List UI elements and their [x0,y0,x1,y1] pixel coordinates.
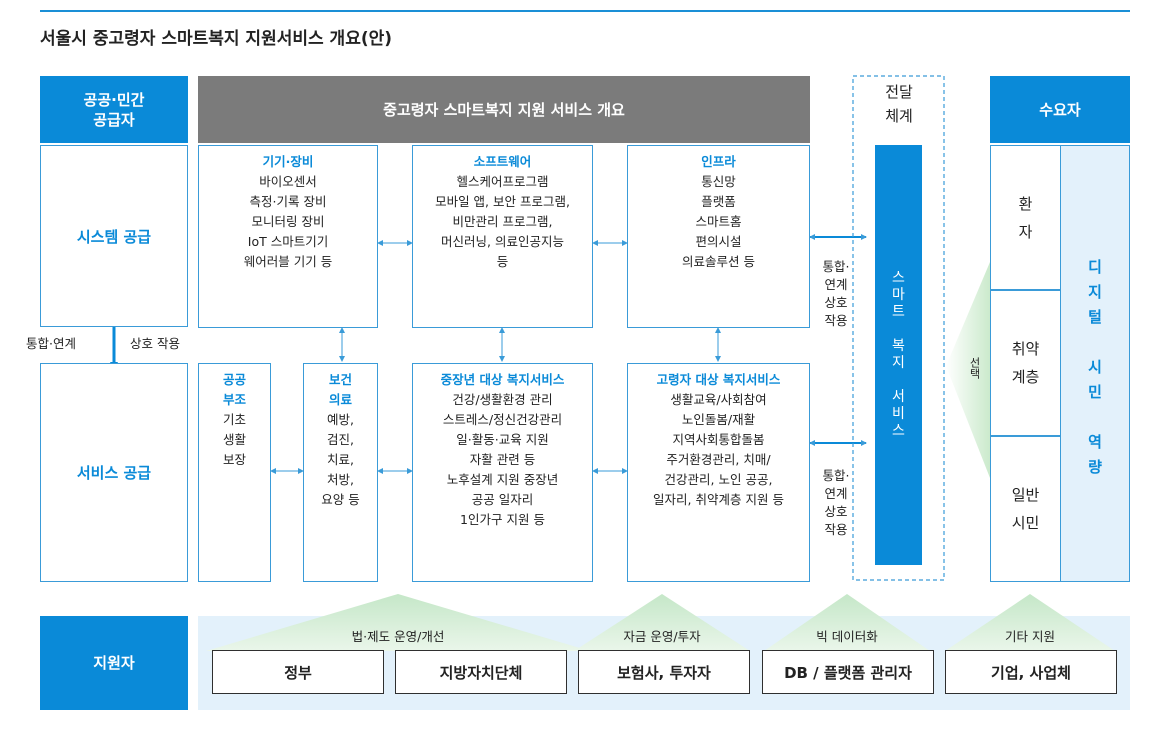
service-box-public-aid: 공공 부조 기초 생활 보장 [198,363,271,582]
service-item: 보장 [222,452,246,467]
system-item: 의료솔루션 등 [682,254,755,269]
triangle-bigdata [764,594,930,651]
system-item: 헬스케어프로그램 [456,174,549,189]
service-box-title: 공공 부조 [222,372,246,407]
system-box-title: 인프라 [701,154,736,169]
demand-group-label: 일반 시민 [1011,486,1040,532]
link-label-right: 상호 작용 [130,336,180,351]
delivery-header: 전달 체계 [885,83,913,125]
service-item: 스트레스/정신건강관리 [442,412,563,427]
service-item: 생활 [222,432,246,447]
system-box-title: 소프트웨어 [473,154,532,169]
service-item: 노후설계 지원 중장년 [446,472,559,487]
demand-group-vulnerable: 취약 계층 [990,290,1061,436]
system-item: 등 [496,254,509,269]
page-title: 서울시 중고령자 스마트복지 지원서비스 개요(안) [40,29,393,49]
supporter-government: 정부 [212,650,384,694]
service-box-title: 중장년 대상 복지서비스 [440,372,565,387]
interaction-label-bottom: 통합· 연계 상호 작용 [822,468,850,537]
system-item: 플랫폼 [701,194,736,209]
smart-welfare-bar: 스 마 트 복 지 서 비 스 [875,145,922,565]
supporter-db-platform-manager: DB / 플랫폼 관리자 [762,650,934,694]
overview-header: 중고령자 스마트복지 지원 서비스 개요 [198,76,810,143]
triangle-label-etc: 기타 지원 [1005,629,1055,644]
supporter-business: 기업, 사업체 [945,650,1117,694]
demand-group-label: 환 자 [1018,194,1033,241]
system-item: 모바일 앱, 보안 프로그램, [435,194,570,209]
service-item: 요양 등 [321,492,360,507]
system-item: 스마트홈 [695,214,742,229]
service-item: 기초 [222,412,246,427]
service-item: 일자리, 취약계층 지원 등 [653,492,784,507]
system-item: 편의시설 [695,234,742,249]
supplier-header: 공공·민간 공급자 [40,76,188,143]
interaction-label-top: 통합· 연계 상호 작용 [822,259,850,328]
triangle-label-fund: 자금 운영/투자 [623,629,701,644]
triangle-fund [574,594,750,651]
triangle-label-law: 법·제도 운영/개선 [351,629,445,644]
digital-literacy-label: 디 지 털 시 민 역 량 [1088,258,1102,476]
system-item: 비만관리 프로그램, [452,214,553,229]
service-item: 일·활동·교육 지원 [456,432,549,447]
service-item: 주거환경관리, 치매/ [666,452,771,467]
triangle-label-bigdata: 빅 데이터화 [816,629,878,644]
system-item: IoT 스마트기기 [247,234,329,249]
triangle-etc [945,594,1115,651]
delivery-frame [852,75,945,581]
service-item: 건강/생활환경 관리 [452,392,553,407]
supporter-label: 지원자 [40,616,188,710]
system-item: 웨어러블 기기 등 [243,254,333,269]
system-box-devices: 기기·장비 바이오센서 측정·기록 장비 모니터링 장비 IoT 스마트기기 웨… [198,145,378,328]
service-box-title: 보건 의료 [328,372,352,407]
service-item: 자활 관련 등 [469,452,536,467]
demand-group-label: 취약 계층 [1011,340,1040,386]
system-item: 측정·기록 장비 [249,194,327,209]
service-box-title: 고령자 대상 복지서비스 [656,372,781,387]
demand-group-patient: 환 자 [990,145,1061,290]
choice-label: 선택 [968,357,981,379]
service-item: 노인돌봄/재활 [681,412,756,427]
supporter-insurer-investor: 보험사, 투자자 [578,650,750,694]
system-box-title: 기기·장비 [262,154,314,169]
triangle-law [206,594,590,651]
service-item: 치료, [327,452,354,467]
service-box-elderly: 고령자 대상 복지서비스 생활교육/사회참여 노인돌봄/재활 지역사회통합돌봄 … [627,363,810,582]
supporter-local-government: 지방자치단체 [395,650,567,694]
demand-header: 수요자 [990,76,1130,143]
demand-group-citizen: 일반 시민 [990,436,1061,582]
service-item: 생활교육/사회참여 [670,392,767,407]
system-box-infra: 인프라 통신망 플랫폼 스마트홈 편의시설 의료솔루션 등 [627,145,810,328]
service-box-middle-aged: 중장년 대상 복지서비스 건강/생활환경 관리 스트레스/정신건강관리 일·활동… [412,363,593,582]
selection-fan [946,262,990,478]
service-item: 1인가구 지원 등 [460,512,545,527]
service-item: 예방, [327,412,354,427]
service-box-health: 보건 의료 예방, 검진, 치료, 처방, 요양 등 [303,363,378,582]
system-item: 머신러닝, 의료인공지능 [441,234,564,249]
system-supply-label: 시스템 공급 [40,145,188,327]
link-label-left: 통합·연계 [26,336,76,351]
service-item: 공공 일자리 [471,492,534,507]
service-supply-label: 서비스 공급 [40,363,188,582]
service-item: 건강관리, 노인 공공, [664,472,773,487]
system-box-software: 소프트웨어 헬스케어프로그램 모바일 앱, 보안 프로그램, 비만관리 프로그램… [412,145,593,328]
service-item: 처방, [327,472,354,487]
service-item: 지역사회통합돌봄 [672,432,765,447]
system-item: 바이오센서 [259,174,317,189]
top-rule [40,10,1130,12]
system-item: 통신망 [701,174,736,189]
service-item: 검진, [327,432,354,447]
system-item: 모니터링 장비 [251,214,325,229]
